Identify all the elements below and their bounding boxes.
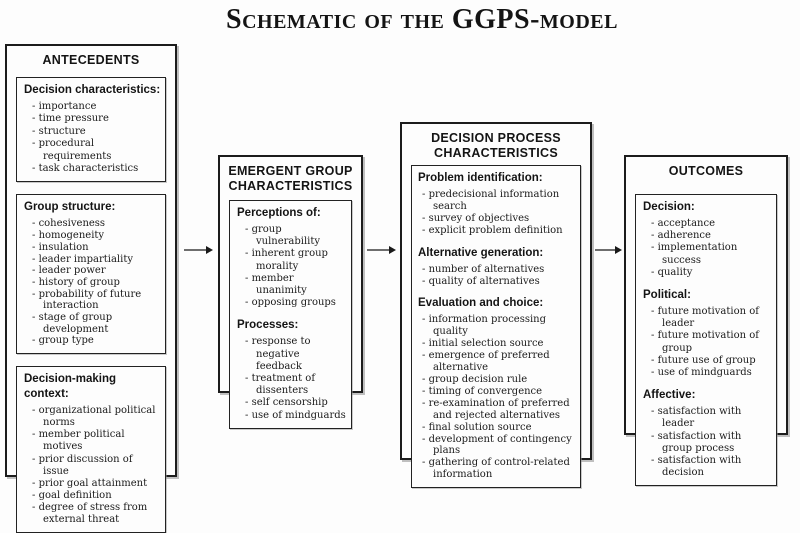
list-item: treatment of dissenters [237,373,347,397]
list-item: explicit problem definition [418,225,576,237]
section: Decision: acceptanceadherenceimplementati… [643,200,772,279]
list-item: leader impartiality [24,254,161,266]
list-item: information processing quality [418,314,576,338]
list-item: initial selection source [418,338,576,350]
list-item: group type [24,335,161,347]
list-item: probability of future interaction [24,289,161,312]
section-heading: Processes: [237,319,299,332]
section-heading: Evaluation and choice: [418,297,544,310]
decision-process-characteristics-box: DECISION PROCESS CHARACTERISTICS Problem… [400,122,592,489]
outcomes-sub-boxes: Decision: acceptanceadherenceimplementati… [626,194,786,487]
list-item: homogeneity [24,230,161,242]
list-item: group decision rule [418,374,576,386]
process-sub-boxes: Problem identification: predecisional inf… [402,165,590,489]
list-item: use of mindguards [643,367,772,379]
list-item: procedural requirements [24,138,161,163]
section-heading: Political: [643,289,691,302]
list-item: acceptance [643,218,772,230]
list-item: future use of group [643,355,772,367]
section: Political:future motivation of leaderfut… [643,288,772,379]
antecedents-header: ANTECEDENTS [42,53,140,67]
outcomes-header: OUTCOMES [668,164,744,178]
section-heading: Alternative generation: [418,246,544,259]
list-item: gathering of control-related information [418,457,576,481]
list-item: final solution source [418,422,576,434]
list-item: number of alternatives [418,264,576,276]
list-item: importance [24,101,161,113]
section-heading: Decision characteristics: [24,84,161,96]
section: Perceptions of: group vulnerabilityinhere… [237,206,347,309]
section: Group structure: cohesivenesshomogeneityi… [24,200,161,347]
list-item: member political motives [24,429,161,453]
sub-box: Decision-making context: organizational p… [16,366,166,533]
list-item: survey of objectives [418,213,576,225]
section-heading: Group structure: [24,201,116,214]
section: Problem identification: predecisional inf… [418,171,576,237]
list-item: history of group [24,277,161,289]
arrow-antecedents-to-emergent-icon [184,244,213,256]
list-item: inherent group morality [237,248,347,272]
diagram-title: Schematic of the GGPS-model [226,4,618,35]
antecedents-sub-boxes: Decision characteristics: importancetime … [7,77,175,533]
emergent-sub-boxes: Perceptions of: group vulnerabilityinhere… [220,200,361,429]
list-item: re-examination of preferred and rejected… [418,398,576,422]
list-item: satisfaction with group process [643,431,772,455]
list-item: prior discussion of issue [24,454,161,478]
section-heading: Problem identification: [418,172,543,184]
sub-box: Decision characteristics: importancetime … [16,77,166,183]
list-item: development of contingency plans [418,434,576,458]
sub-box: Perceptions of: group vulnerabilityinhere… [229,200,352,429]
arrow-process-to-outcomes-icon [595,244,622,256]
list-item: goal definition [24,490,161,502]
list-item: member unanimity [237,273,347,297]
process-header: DECISION PROCESS CHARACTERISTICS [431,131,561,160]
section-heading: Affective: [643,389,696,402]
section-heading: Decision: [643,201,695,213]
list-item: quality [643,267,772,279]
list-item: opposing groups [237,297,347,309]
section-heading: Decision-making context: [24,373,117,401]
sub-box: Decision: acceptanceadherenceimplementati… [635,194,777,487]
list-item: stage of group development [24,312,161,335]
list-item: time pressure [24,113,161,125]
sub-box: Problem identification: predecisional inf… [411,165,581,489]
list-item: future motivation of group [643,330,772,354]
emergent-group-characteristics-box: EMERGENT GROUP CHARACTERISTICS Perceptio… [218,155,363,429]
section-heading: Perceptions of: [237,207,321,219]
list-item: response to negative feedback [237,336,347,373]
section: Processes: response to negative feedbackt… [237,318,347,421]
list-item: leader power [24,265,161,277]
list-item: emergence of preferred alternative [418,350,576,374]
list-item: satisfaction with decision [643,455,772,479]
section: Affective:satisfaction with leadersatisf… [643,388,772,479]
list-item: future motivation of leader [643,306,772,330]
list-item: prior goal attainment [24,478,161,490]
arrow-emergent-to-process-icon [367,244,396,256]
section: Evaluation and choice: information proces… [418,296,576,481]
list-item: quality of alternatives [418,276,576,288]
section: Alternative generation: number of alterna… [418,246,576,288]
section: Decision-making context: organizational p… [24,372,161,526]
list-item: structure [24,126,161,138]
list-item: predecisional information search [418,189,576,213]
emergent-header: EMERGENT GROUP CHARACTERISTICS [228,164,353,193]
list-item: adherence [643,230,772,242]
sub-box: Group structure: cohesivenesshomogeneityi… [16,194,166,355]
list-item: self censorship [237,397,347,409]
list-item: degree of stress from external threat [24,502,161,526]
list-item: organizational political norms [24,405,161,429]
list-item: timing of convergence [418,386,576,398]
list-item: cohesiveness [24,218,161,230]
list-item: group vulnerability [237,224,347,248]
list-item: use of mindguards [237,410,347,422]
outcomes-box: OUTCOMES Decision: acceptanceadherenceimp… [624,155,788,487]
list-item: task characteristics [24,163,161,175]
antecedents-box: ANTECEDENTS Decision characteristics: imp… [5,44,177,533]
list-item: satisfaction with leader [643,406,772,430]
list-item: implementation success [643,242,772,266]
list-item: insulation [24,242,161,254]
section: Decision characteristics: importancetime … [24,83,161,175]
